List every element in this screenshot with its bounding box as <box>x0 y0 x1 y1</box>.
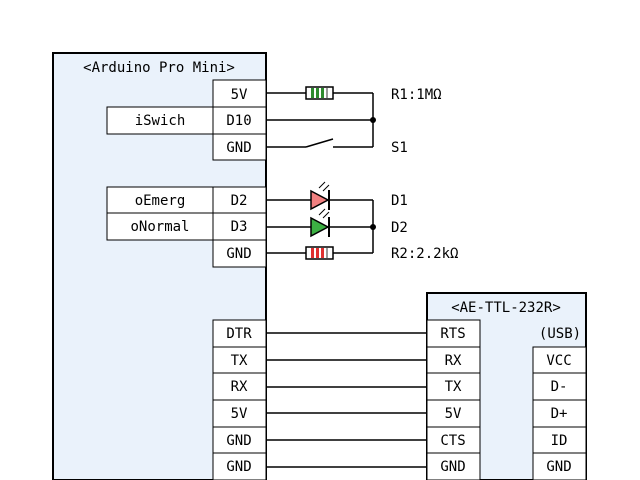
svg-text:D+: D+ <box>551 406 568 422</box>
serial-pin-gnd: GND <box>426 452 481 480</box>
signal-onormal: oNormal <box>106 212 214 241</box>
r1-circuit <box>266 86 376 148</box>
arduino-pin-gnd-serial-2: GND <box>212 452 267 480</box>
svg-text:oNormal: oNormal <box>130 219 189 235</box>
serial-pin-5v: 5V <box>426 399 481 428</box>
svg-text:GND: GND <box>226 140 251 156</box>
svg-text:CTS: CTS <box>440 433 465 449</box>
svg-text:TX: TX <box>445 379 462 395</box>
svg-text:VCC: VCC <box>546 353 571 369</box>
svg-text:D10: D10 <box>226 113 251 129</box>
arduino-pin-gnd-switch: GND <box>212 133 267 161</box>
svg-text:DTR: DTR <box>226 326 252 342</box>
serial-wires <box>266 332 427 468</box>
svg-text:oEmerg: oEmerg <box>135 193 186 209</box>
svg-text:ID: ID <box>551 433 568 449</box>
arduino-pin-dtr: DTR <box>212 319 267 348</box>
svg-text:RX: RX <box>231 379 248 395</box>
usb-pin-d-minus: D- <box>532 372 587 401</box>
svg-text:iSwich: iSwich <box>135 113 186 129</box>
usb-pin-vcc: VCC <box>532 346 587 374</box>
serial-pin-tx: TX <box>426 372 481 401</box>
svg-text:GND: GND <box>226 433 251 449</box>
label-d2: D2 <box>391 220 408 236</box>
junction-dot <box>370 117 376 123</box>
svg-text:RX: RX <box>445 353 462 369</box>
label-r2: R2:2.2kΩ <box>391 246 458 262</box>
signal-oemerg: oEmerg <box>106 186 214 214</box>
svg-text:5V: 5V <box>445 406 462 422</box>
svg-text:GND: GND <box>226 246 251 262</box>
svg-text:5V: 5V <box>231 87 248 103</box>
arduino-pin-d2: D2 <box>212 186 267 214</box>
arduino-pin-rx: RX <box>212 372 267 401</box>
arduino-title: <Arduino Pro Mini> <box>83 60 235 76</box>
arduino-pin-d3: D3 <box>212 212 267 241</box>
usb-label: (USB) <box>539 326 581 342</box>
arduino-pin-5v: 5V <box>212 79 267 108</box>
label-d1: D1 <box>391 193 408 209</box>
svg-text:D3: D3 <box>231 219 248 235</box>
usb-pin-d-plus: D+ <box>532 399 587 428</box>
svg-text:GND: GND <box>226 459 251 475</box>
svg-text:GND: GND <box>546 459 571 475</box>
led-d1 <box>310 181 330 211</box>
svg-text:RTS: RTS <box>440 326 465 342</box>
usb-pin-id: ID <box>532 426 587 454</box>
serial-pin-cts: CTS <box>426 426 481 454</box>
arduino-pin-tx: TX <box>212 346 267 374</box>
usb-pin-gnd: GND <box>532 452 587 480</box>
label-s1: S1 <box>391 140 408 156</box>
arduino-pin-d10: D10 <box>212 106 267 135</box>
arduino-pin-gnd-serial-1: GND <box>212 426 267 454</box>
resistor-r2 <box>305 246 334 260</box>
signal-iswich: iSwich <box>106 106 214 135</box>
resistor-r1 <box>305 86 334 100</box>
arduino-pin-5v-serial: 5V <box>212 399 267 428</box>
usb-serial-title: <AE-TTL-232R> <box>451 300 561 316</box>
svg-text:D2: D2 <box>231 193 248 209</box>
svg-text:GND: GND <box>440 459 465 475</box>
led-circuit <box>266 181 376 260</box>
svg-text:5V: 5V <box>231 406 248 422</box>
serial-pin-rts: RTS <box>426 319 481 348</box>
switch-s1 <box>305 138 334 148</box>
arduino-pin-gnd-led: GND <box>212 239 267 268</box>
label-r1: R1:1MΩ <box>391 87 442 103</box>
serial-pin-rx: RX <box>426 346 481 374</box>
svg-text:TX: TX <box>231 353 248 369</box>
svg-text:D-: D- <box>551 379 568 395</box>
led-d2 <box>310 208 330 238</box>
